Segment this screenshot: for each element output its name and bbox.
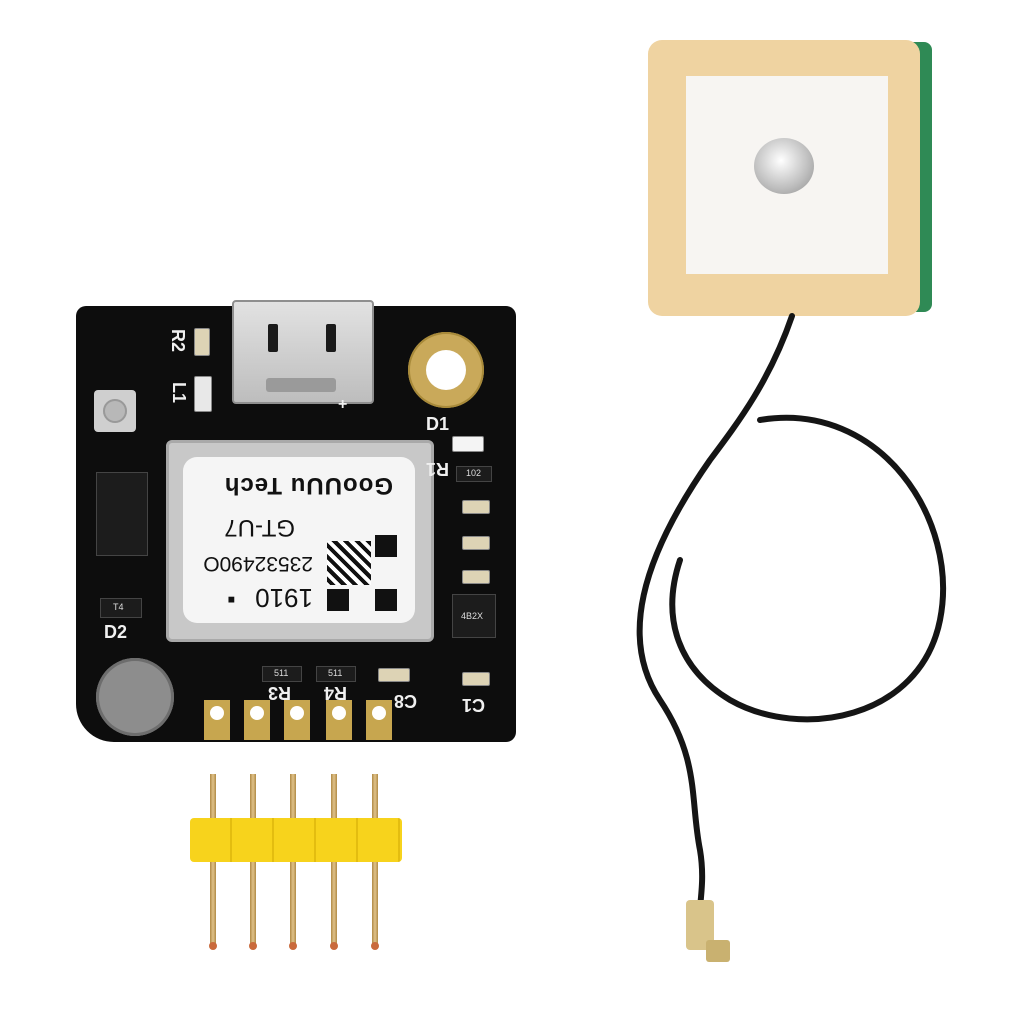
pin-tip bbox=[289, 942, 297, 950]
pin-tip bbox=[330, 942, 338, 950]
eeprom-chip bbox=[96, 472, 148, 556]
led-d1 bbox=[452, 436, 484, 452]
mounting-hole-center bbox=[426, 350, 466, 390]
usb-opening bbox=[266, 378, 336, 392]
pin-tip bbox=[249, 942, 257, 950]
silk-t4: T4 bbox=[113, 602, 124, 612]
inductor-l1 bbox=[194, 376, 212, 412]
resistor-r2 bbox=[194, 328, 210, 356]
pin-header-insulator bbox=[190, 818, 402, 862]
capacitor bbox=[462, 536, 490, 550]
capacitor-c8 bbox=[378, 668, 410, 682]
usb-mount-slot bbox=[268, 324, 278, 352]
resistor-r4: 511 bbox=[316, 666, 356, 682]
regulator-code: 4B2X bbox=[461, 611, 484, 621]
ipex-antenna-socket bbox=[94, 390, 136, 432]
gps-shield-can: 1910 ■ 23532490O GT-U7 GooUUu Tech bbox=[166, 440, 434, 642]
ipex-socket-center bbox=[103, 399, 127, 423]
micro-usb-port bbox=[232, 300, 374, 404]
capacitor-c1 bbox=[462, 672, 490, 686]
silk-d2: D2 bbox=[104, 622, 128, 642]
pad-hole bbox=[372, 706, 386, 720]
pad-hole bbox=[290, 706, 304, 720]
pad-hole bbox=[250, 706, 264, 720]
resistor-r1: 102 bbox=[456, 466, 492, 482]
resistor-code-102: 102 bbox=[466, 468, 482, 478]
pad-hole bbox=[332, 706, 346, 720]
capacitor bbox=[462, 500, 490, 514]
pin-tip bbox=[371, 942, 379, 950]
header-pad bbox=[284, 700, 310, 740]
resistor-code-511: 511 bbox=[274, 668, 289, 678]
usb-plus-marking: + bbox=[338, 396, 348, 413]
silk-d1: D1 bbox=[426, 414, 450, 434]
header-pad bbox=[326, 700, 352, 740]
diode-d2-package: T4 bbox=[100, 598, 142, 618]
resistor-r3: 511 bbox=[262, 666, 302, 682]
backup-battery bbox=[96, 658, 174, 736]
usb-mount-slot bbox=[326, 324, 336, 352]
resistor-code-511: 511 bbox=[328, 668, 343, 678]
voltage-regulator: 4B2X bbox=[452, 594, 496, 638]
pin-tip bbox=[209, 942, 217, 950]
capacitor bbox=[462, 570, 490, 584]
header-pad bbox=[244, 700, 270, 740]
header-pad bbox=[366, 700, 392, 740]
pad-hole bbox=[210, 706, 224, 720]
header-pad bbox=[204, 700, 230, 740]
ufl-connector-head bbox=[706, 940, 730, 962]
antenna-feed-point bbox=[754, 138, 814, 194]
mounting-hole bbox=[408, 332, 484, 408]
